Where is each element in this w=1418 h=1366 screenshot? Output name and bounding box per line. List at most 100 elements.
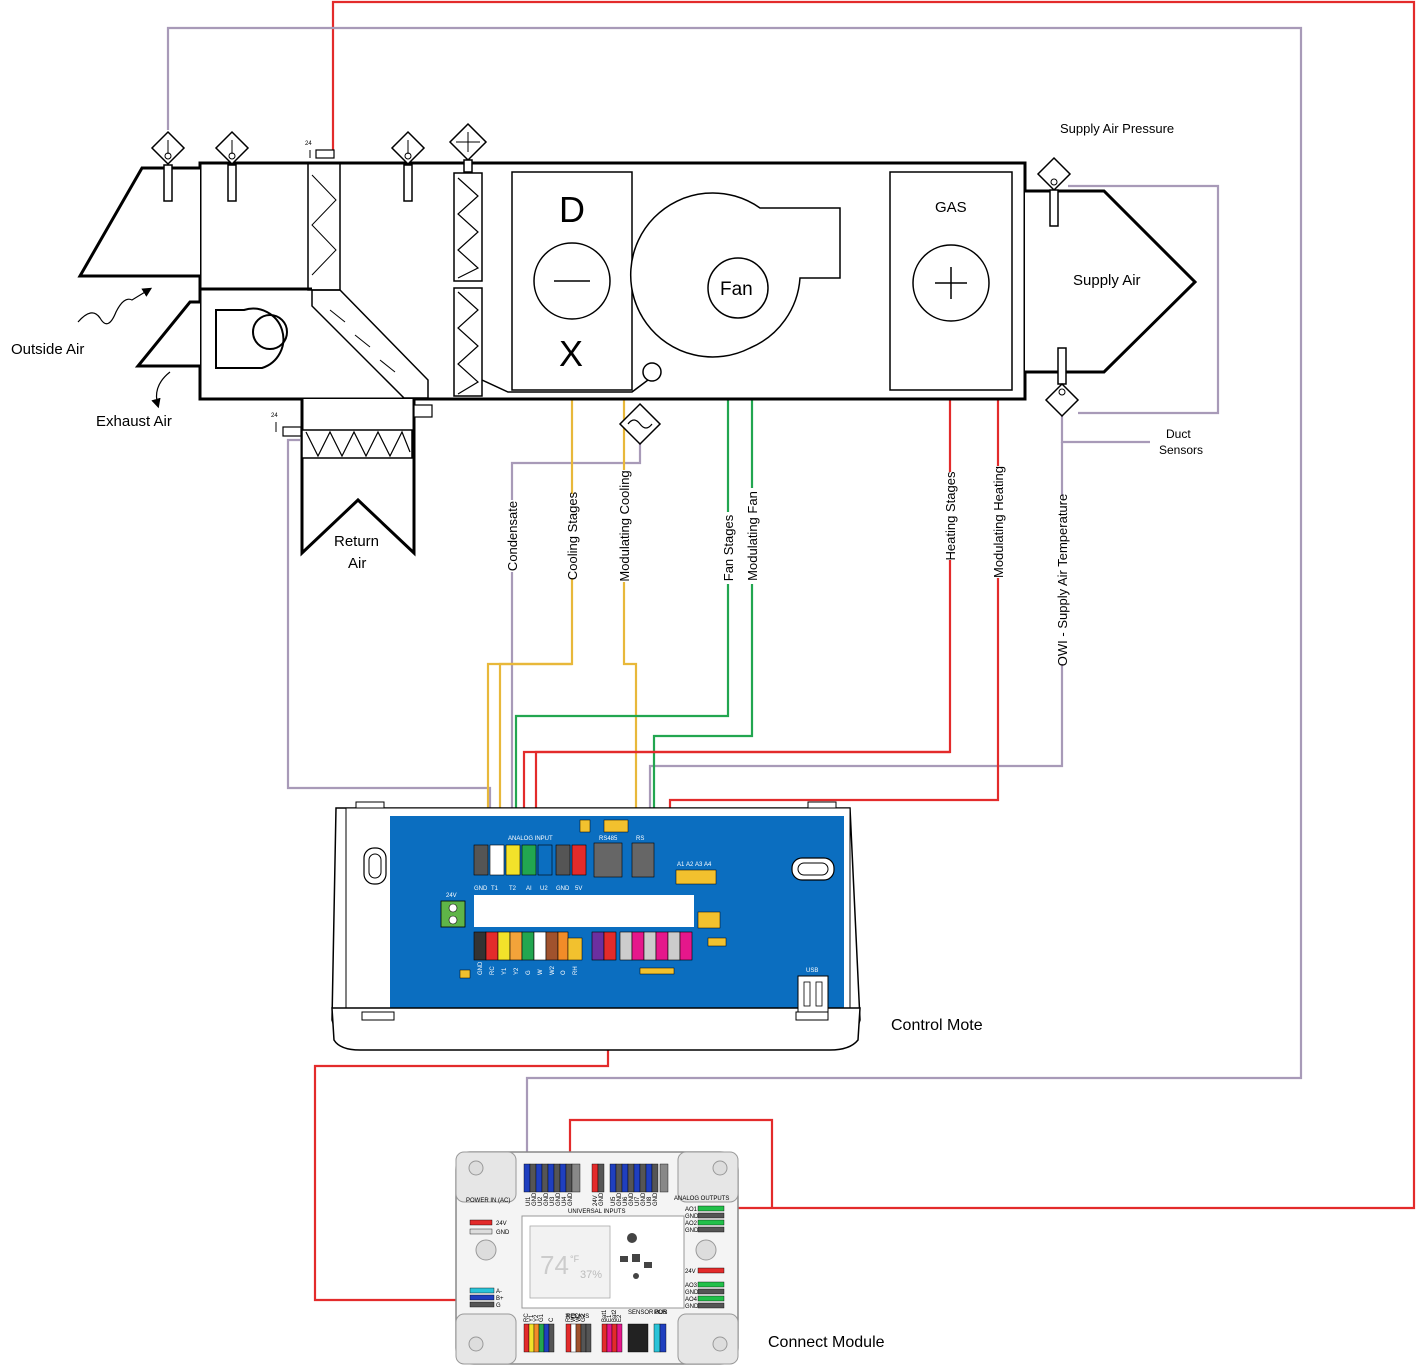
sensor-outside-air [150,130,186,202]
return-air-duct [300,399,416,557]
filter-lower [453,287,483,397]
actuator-24-label-return: 24 [271,413,278,419]
ui-label-12: UI6 [623,1196,629,1206]
actuator-return [275,422,302,437]
connect-relay-terminals [523,1323,667,1353]
addr-label-1: A2 [686,862,694,868]
supply-air-pressure-label: Supply Air Pressure [1060,121,1174,136]
bottom-terminal-label-2: Y1 [502,967,508,975]
sensor-exhaust [214,130,250,202]
ui-label-7: GND [568,1192,574,1206]
connect-relay-labels: RC Y1 Y2 G1 C RH W1 W2 G2 Bat1 E1 Bat2 E… [524,1309,623,1322]
bottom-terminal-label-8: RH [573,966,579,975]
dx-label-x: X [559,333,583,374]
outside-air-hood [77,166,200,278]
return-air-label-line2: Air [348,555,366,572]
ui-label-1: GND [532,1192,538,1206]
ui-label-0: UI1 [526,1196,532,1206]
ui-label-16: UI8 [647,1196,653,1206]
bottom-terminal-label-1: RC [490,966,496,975]
ao-label-4: 24V [685,1269,696,1275]
sensor-filter-pressure [448,122,488,173]
gray-wire-condensate [510,440,642,935]
relay-label-3: G1 [539,1313,545,1322]
sensor-supply-temp [1044,347,1080,418]
relay-label-9: Bat1 [602,1309,608,1322]
connect-ui-labels: UI1 GND UI2 GND UI3 GND UI4 GND 24V GND … [526,1192,659,1206]
relay-label-0: RC [524,1313,530,1322]
sensor-mixed-air [390,130,426,202]
wire-labels: Condensate Cooling Stages Modulating Coo… [504,466,1070,666]
return-damper [311,289,429,399]
relays-label: RELAYS [566,1314,589,1320]
ao-label-6: GND [685,1290,699,1296]
display-temperature: 74 [540,1250,569,1280]
exhaust-fan-icon [215,307,288,369]
control-mote-bottom-terminals [473,931,693,961]
actuator-top [309,149,335,159]
bottom-terminal-label-6: W2 [550,965,556,975]
relay-label-8: G2 [581,1313,587,1322]
connect-top-terminals [523,1163,669,1193]
return-air-label-line1: Return [334,533,379,550]
power-label-1: GND [496,1230,510,1236]
ao-label-1: GND [685,1214,699,1220]
wire-label-modulating-fan: Modulating Fan [745,491,760,581]
gray-wire-duct-label [1060,414,1150,444]
red-wire-outer [331,0,1416,1210]
control-mote-bottom-labels: GND RC Y1 Y2 G W W2 O RH [478,961,579,975]
addr-label-0: A1 [677,862,685,868]
ui-label-3: GND [544,1192,550,1206]
wire-label-owi-supply-air-temp: OWI - Supply Air Temperature [1055,494,1070,666]
ui-label-15: GND [641,1192,647,1206]
exhaust-air-arrow [151,371,171,409]
rs485-label-0: A- [496,1289,502,1295]
top-terminal-label-6: 5V [575,886,582,892]
relay-label-1: Y1 [529,1314,535,1322]
bottom-terminal-label-7: O [561,970,567,975]
air-handler-unit [77,122,1198,557]
addr-label-3: A4 [704,862,712,868]
top-terminal-label-1: T1 [491,886,499,892]
ui-label-5: GND [556,1192,562,1206]
wire-label-modulating-cooling: Modulating Cooling [617,470,632,581]
gas-plus-icon [912,244,990,322]
wire-label-modulating-heating: Modulating Heating [991,466,1006,578]
top-terminal-label-0: GND [474,886,488,892]
wire-label-condensate: Condensate [505,501,520,571]
bottom-terminal-label-3: Y2 [514,967,520,975]
relay-label-10: E1 [607,1314,613,1322]
condensate-sensor [642,362,662,382]
duct-sensors-label-line2: Sensors [1159,443,1203,457]
wire-label-fan-stages: Fan Stages [721,514,736,581]
relay-label-12: E2 [617,1314,623,1322]
ui-label-13: GND [629,1192,635,1206]
outside-air-label: Outside Air [11,341,84,358]
ui-label-11: GND [617,1192,623,1206]
ao-label-5: AO3 [685,1283,698,1289]
gray-wire-top [166,26,1303,1165]
relay-label-4: C [549,1317,555,1322]
relay-label-7: W2 [576,1312,582,1322]
bottom-terminal-label-0: GND [478,961,484,975]
sensor-supply-pressure [1036,156,1072,227]
ao-label-0: AO1 [685,1207,698,1213]
ui-label-10: UI5 [611,1196,617,1206]
por-label: POR [654,1310,668,1316]
rs485-label: RS485 [599,836,618,842]
ao-label-8: GND [685,1304,699,1310]
fan-label: Fan [720,279,753,300]
ui-label-8: 24V [593,1195,599,1206]
relay-label-6: W1 [571,1312,577,1322]
relay-label-11: Bat2 [612,1309,618,1322]
ao-label-2: AO2 [685,1221,698,1227]
filter-upper [453,172,483,282]
gray-wire-duct-sensor [1068,184,1220,415]
control-mote [331,801,861,1051]
ui-label-14: UI7 [635,1196,641,1206]
fan-motor [707,257,769,319]
outside-air-arrow [77,287,153,325]
rs485-label-2: G [496,1303,501,1309]
ui-label-4: UI3 [550,1196,556,1206]
